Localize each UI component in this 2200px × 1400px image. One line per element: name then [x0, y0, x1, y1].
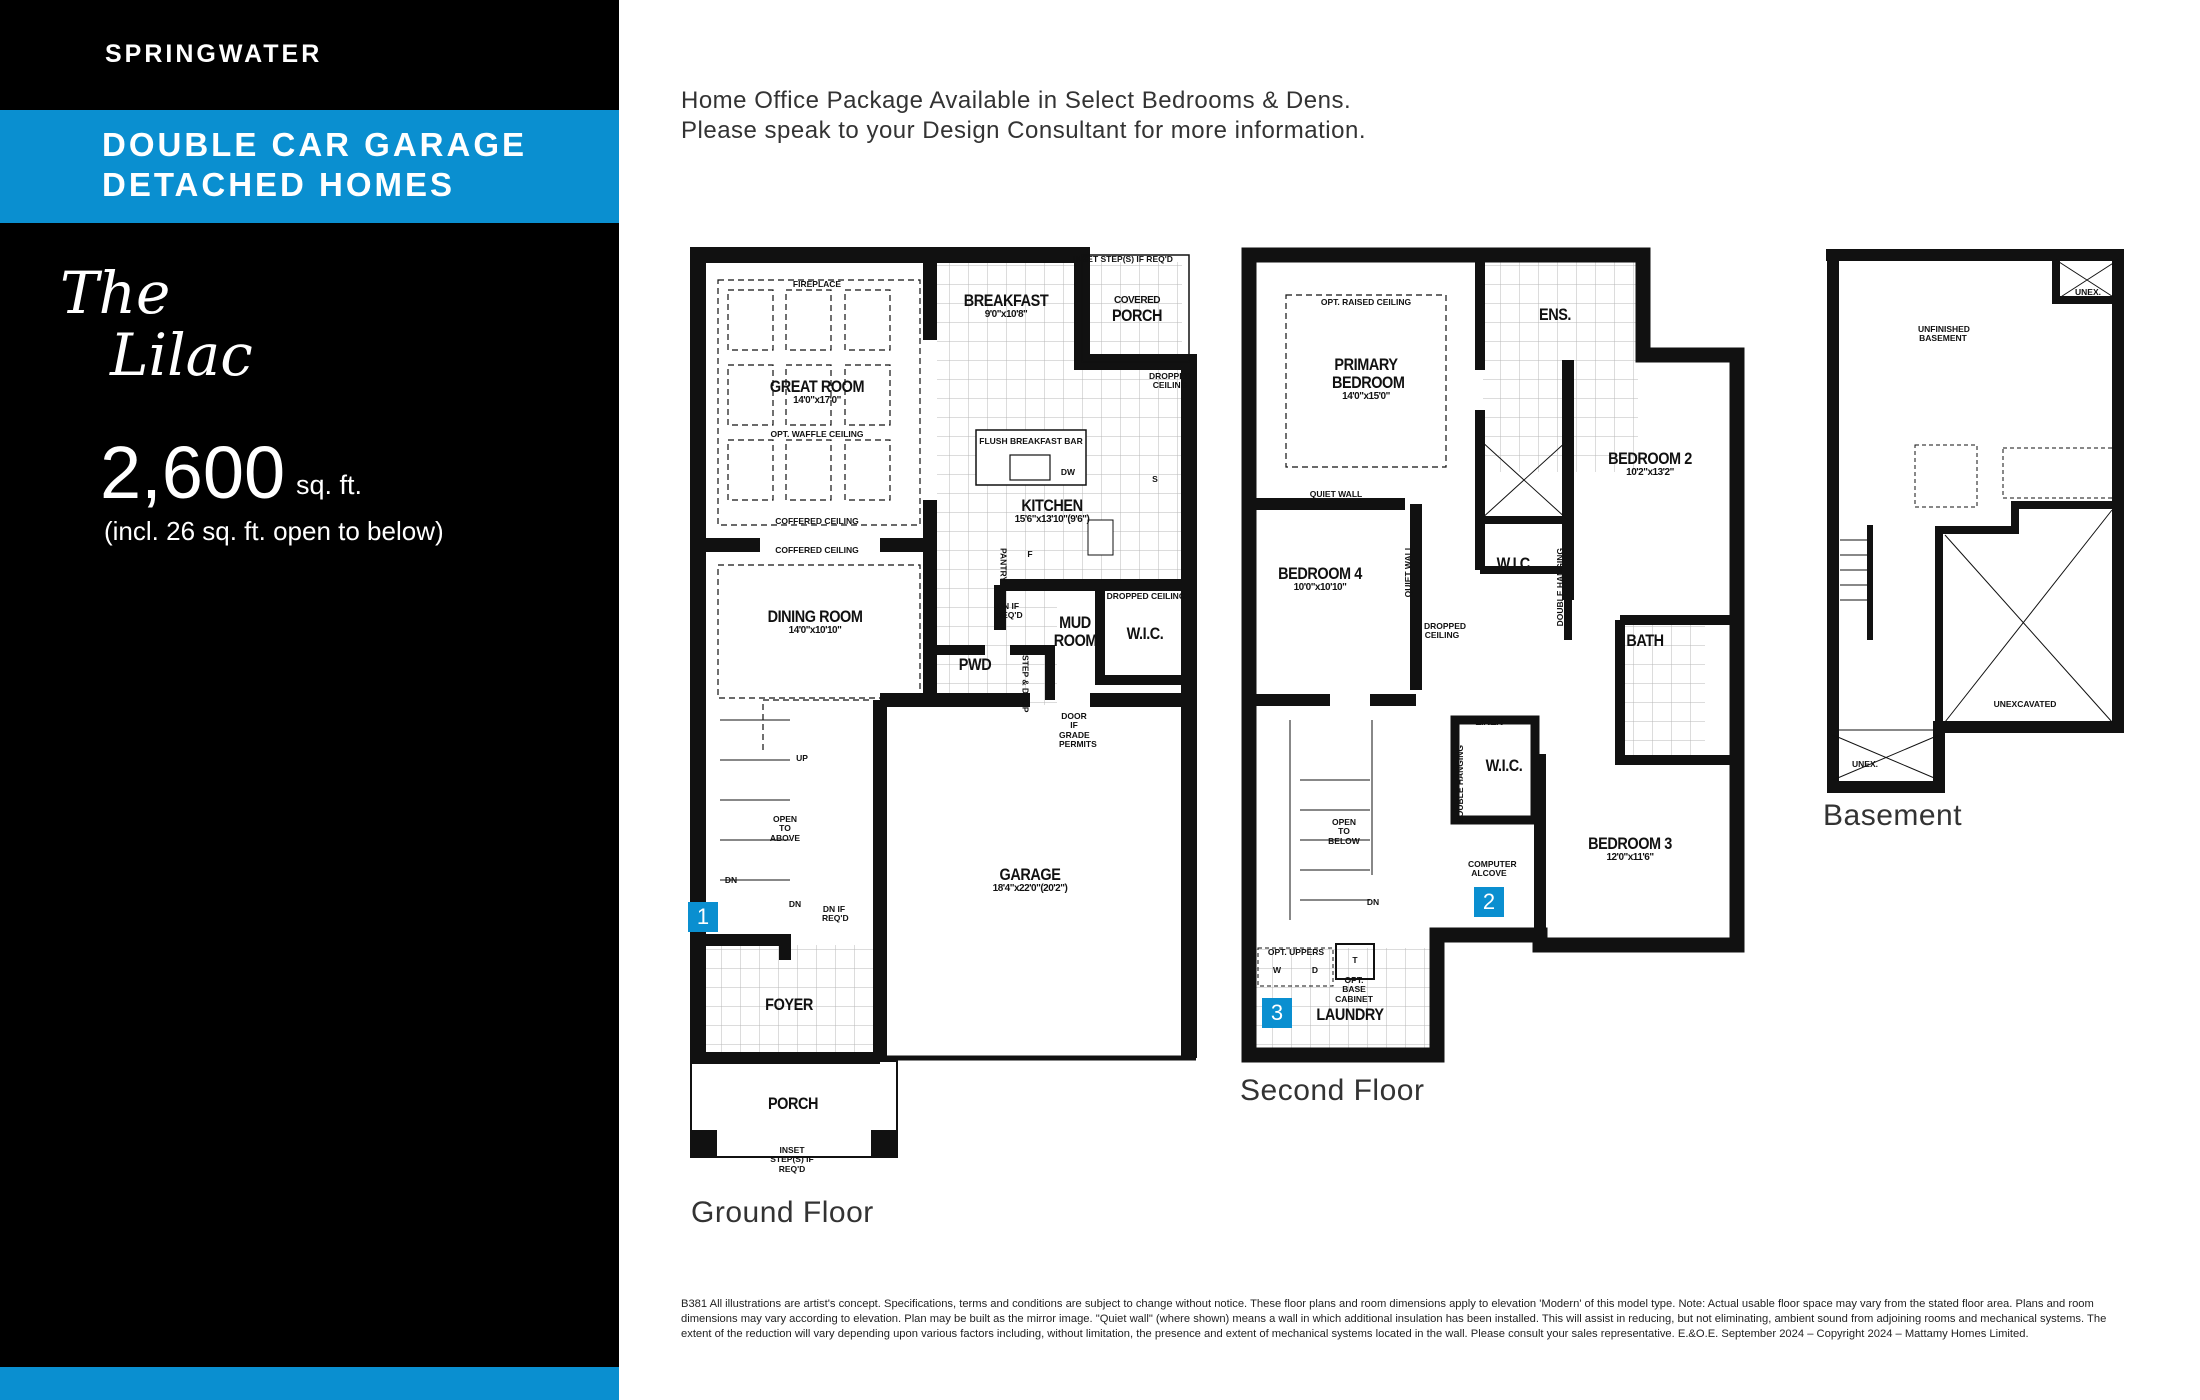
room-porch: PORCH: [767, 1094, 819, 1113]
bottom-accent-bar: [0, 1367, 619, 1400]
note-dropped-ceiling: DROPPED CEILING: [1149, 371, 1192, 391]
square-footage: 2,600: [100, 431, 286, 514]
note-base-cabinet: OPT. BASE CABINET: [1335, 975, 1373, 1004]
room-mud-room: MUD ROOM: [1053, 613, 1098, 650]
notice-line-2: Please speak to your Design Consultant f…: [681, 117, 1366, 144]
note-dishwasher: DW: [1060, 467, 1076, 477]
home-office-badge-3: 3: [1262, 998, 1292, 1028]
note-inset-steps: INSET STEP(S) IF REQ'D: [1073, 254, 1173, 264]
legal-disclaimer: B381 All illustrations are artist's conc…: [681, 1298, 2107, 1340]
category-line-1: DOUBLE CAR GARAGE: [102, 126, 528, 163]
sidebar-panel: SPRINGWATER DOUBLE CAR GARAGE DETACHED H…: [0, 0, 619, 1400]
note-opt-uppers: OPT. UPPERS: [1267, 947, 1325, 957]
note-pantry: PANTRY: [998, 548, 1009, 582]
note-tub: T: [1352, 955, 1358, 965]
note-double-hanging: DOUBLE HANGING: [1555, 548, 1565, 627]
home-office-badge-1: 1: [688, 902, 718, 932]
room-bath: BATH: [1626, 631, 1664, 650]
note-dn: DN: [788, 899, 802, 909]
note-inset-steps-porch: INSET STEP(S) IF REQ'D: [770, 1145, 814, 1174]
note-door-if-grade: DOOR IF GRADE PERMITS: [1059, 711, 1097, 750]
note-unfinished-basement: UNFINISHED BASEMENT: [1918, 324, 1970, 344]
home-office-notice: Home Office Package Available in Select …: [681, 86, 1366, 146]
square-footage-unit: sq. ft.: [296, 470, 363, 500]
model-name-lilac: Lilac: [110, 321, 253, 389]
note-dropped-ceiling-wic: DROPPED CEILING: [1106, 591, 1186, 601]
note-double-hanging-2: DOUBLE HANGING: [1455, 745, 1465, 824]
room-powder: PWD: [958, 655, 992, 674]
ground-floor-plan: [690, 247, 1197, 1158]
note-unex: UNEX.: [2075, 287, 2101, 297]
community-name: SPRINGWATER: [105, 40, 323, 68]
note-up: UP: [796, 753, 808, 763]
home-office-badge-2: 2: [1474, 887, 1504, 917]
note-waffle-ceiling: OPT. WAFFLE CEILING: [770, 429, 864, 439]
note-step-drop: STEP & DROP: [1020, 655, 1031, 713]
room-wic-primary: W.I.C.: [1496, 554, 1534, 573]
room-ensuite: ENS.: [1538, 305, 1572, 324]
note-dn-if-reqd-foyer: DN IF REQ'D: [822, 904, 849, 924]
note-breakfast-bar: FLUSH BREAKFAST BAR: [979, 436, 1083, 446]
note-quiet-wall: QUIET WALL: [1309, 489, 1363, 499]
note-raised-ceiling: OPT. RAISED CEILING: [1320, 297, 1412, 307]
note-open-to-below: OPEN TO BELOW: [1328, 817, 1360, 846]
note-dn: DN: [724, 875, 738, 885]
note-fridge: F: [1027, 549, 1033, 559]
category-line-2: DETACHED HOMES: [102, 166, 456, 203]
basement-plan: [1826, 249, 2124, 793]
note-dn-if-reqd: DN IF REQ'D: [996, 601, 1023, 621]
note-quiet-wall-2: QUIET WALL: [1403, 545, 1413, 598]
note-unex-2: UNEX.: [1852, 759, 1878, 769]
note-open-to-above: OPEN TO ABOVE: [769, 814, 801, 843]
note-dryer: D: [1311, 965, 1319, 975]
model-name-the: The: [60, 259, 171, 327]
note-washer: W: [1272, 965, 1282, 975]
square-footage-note: (incl. 26 sq. ft. open to below): [104, 516, 444, 546]
note-unexcavated: UNEXCAVATED: [1993, 699, 2057, 709]
model-name-logo: The Lilac: [60, 262, 253, 386]
room-foyer: FOYER: [765, 995, 813, 1014]
second-floor-title: Second Floor: [1240, 1074, 1425, 1107]
room-laundry: LAUNDRY: [1316, 1005, 1384, 1024]
room-wic: W.I.C.: [1126, 624, 1164, 643]
note-fireplace: FIREPLACE: [792, 279, 842, 289]
second-floor-plan: [1241, 247, 1745, 1063]
note-dropped-ceiling: DROPPED CEILING: [1424, 621, 1467, 641]
category-band: DOUBLE CAR GARAGE DETACHED HOMES: [0, 110, 619, 223]
room-wic-bedroom-3: W.I.C.: [1485, 756, 1523, 775]
note-coffered-ceiling: COFFERED CEILING: [775, 545, 859, 555]
note-stove: S: [1152, 474, 1158, 484]
note-dn: DN: [1366, 897, 1380, 907]
note-coffered-ceiling: COFFERED CEILING: [775, 516, 859, 526]
room-linen: LINEN: [1475, 717, 1503, 728]
notice-line-1: Home Office Package Available in Select …: [681, 87, 1352, 114]
ground-floor-title: Ground Floor: [691, 1196, 874, 1229]
basement-title: Basement: [1823, 799, 1963, 832]
note-computer-alcove: COMPUTER ALCOVE: [1468, 859, 1517, 879]
